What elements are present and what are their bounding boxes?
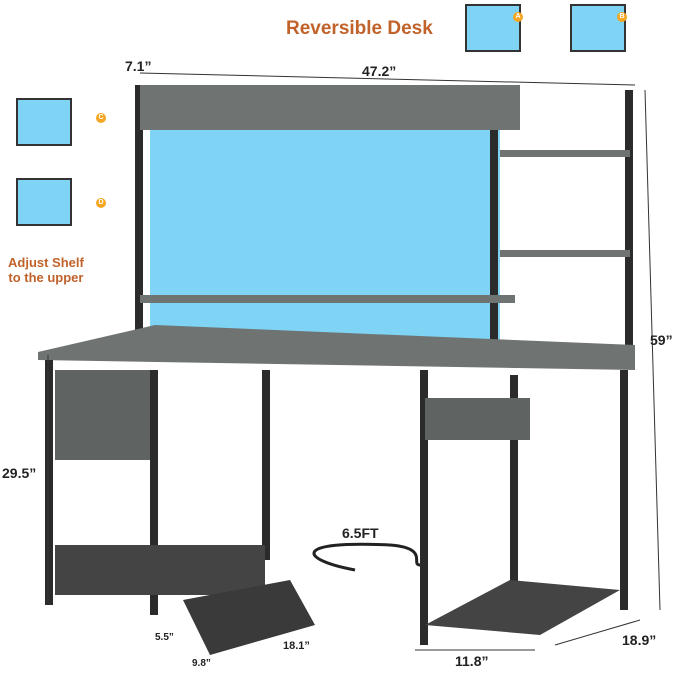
dim-cable: 6.5FT [342, 525, 379, 541]
right-drawer [425, 398, 530, 440]
variant-a-thumbnail [465, 4, 521, 52]
dim-width: 47.2” [362, 63, 397, 79]
hutch-top-shelf [140, 85, 520, 130]
variant-b-thumbnail [570, 4, 626, 52]
variant-b-badge: B [617, 12, 627, 22]
title: Reversible Desk [286, 18, 433, 39]
dim-drawer-h: 5.5” [155, 632, 174, 643]
dim-cabinet-w: 11.8” [455, 653, 489, 669]
desktop [38, 325, 635, 370]
variant-c-badge: C [96, 113, 106, 123]
variant-a-badge: A [513, 12, 523, 22]
removed-drawer [183, 580, 315, 655]
variant-d-badge: D [96, 198, 106, 208]
left-drawers [55, 370, 150, 460]
dim-depth: 18.9” [622, 632, 657, 648]
led-backlight [150, 130, 500, 340]
dim-hutch-depth: 7.1” [125, 58, 152, 74]
variant-c-thumbnail [16, 98, 72, 146]
dim-drawer-d: 18.1” [283, 640, 310, 652]
dim-desk-height: 29.5” [2, 465, 37, 481]
dim-total-height: 59” [650, 332, 673, 348]
dim-drawer-w: 9.8” [192, 658, 211, 669]
variant-d-thumbnail [16, 178, 72, 226]
